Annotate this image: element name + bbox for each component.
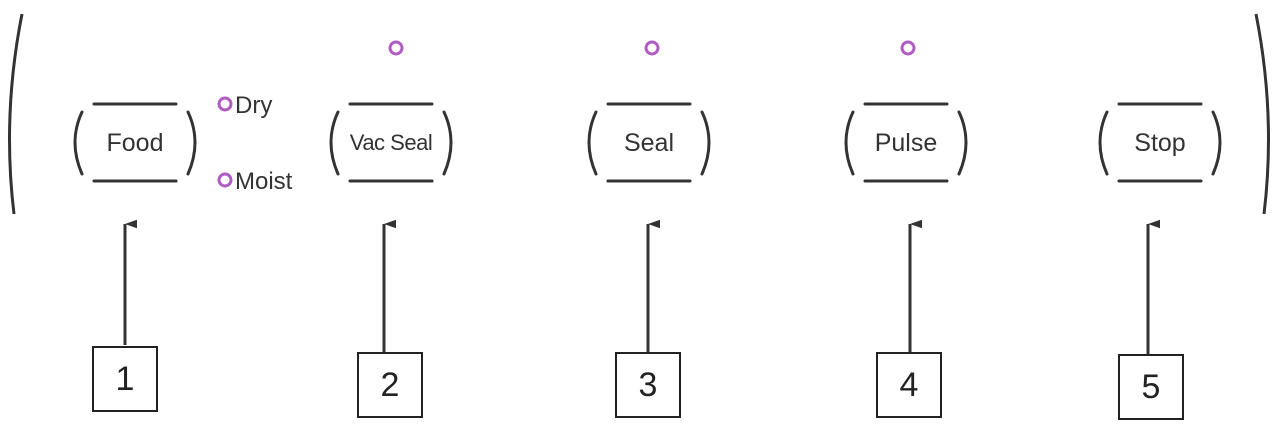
callout-number-2: 2 bbox=[380, 365, 400, 404]
seal-button[interactable]: Seal bbox=[579, 100, 719, 186]
stop-button-label: Stop bbox=[1134, 128, 1186, 157]
callout-box-5: 5 bbox=[1118, 354, 1184, 420]
vac-seal-button-outline bbox=[329, 102, 453, 183]
stop-button[interactable]: Stop bbox=[1090, 100, 1230, 186]
seal-button-label: Seal bbox=[623, 128, 675, 157]
callout-box-1: 1 bbox=[92, 346, 158, 412]
callout-number-4: 4 bbox=[899, 365, 919, 404]
panel-left-bracket bbox=[8, 13, 24, 215]
callout-box-4: 4 bbox=[876, 352, 942, 418]
food-button[interactable]: Food bbox=[65, 100, 205, 186]
vac-seal-button-label: Vac Seal bbox=[349, 130, 433, 155]
moist-indicator-led bbox=[217, 172, 233, 188]
pulse-button[interactable]: Pulse bbox=[836, 100, 976, 186]
callout-number-1: 1 bbox=[115, 359, 135, 398]
pulse-indicator-led bbox=[900, 40, 916, 56]
callout-box-3: 3 bbox=[615, 352, 681, 418]
callout-number-5: 5 bbox=[1141, 367, 1161, 406]
dry-indicator-led bbox=[217, 96, 233, 112]
food-button-outline bbox=[73, 102, 197, 183]
panel-right-bracket bbox=[1254, 13, 1270, 215]
food-button-label: Food bbox=[106, 128, 164, 157]
pulse-button-label: Pulse bbox=[874, 128, 938, 157]
seal-indicator-led bbox=[644, 40, 660, 56]
callout-number-3: 3 bbox=[638, 365, 658, 404]
stop-button-outline bbox=[1098, 102, 1222, 183]
seal-button-outline bbox=[587, 102, 711, 183]
vac-seal-button[interactable]: Vac Seal bbox=[321, 100, 461, 186]
callout-box-2: 2 bbox=[357, 352, 423, 418]
dry-indicator-label: Dry bbox=[235, 92, 273, 119]
pulse-button-outline bbox=[844, 102, 968, 183]
moist-indicator-label: Moist bbox=[235, 168, 293, 195]
vac-seal-indicator-led bbox=[388, 40, 404, 56]
